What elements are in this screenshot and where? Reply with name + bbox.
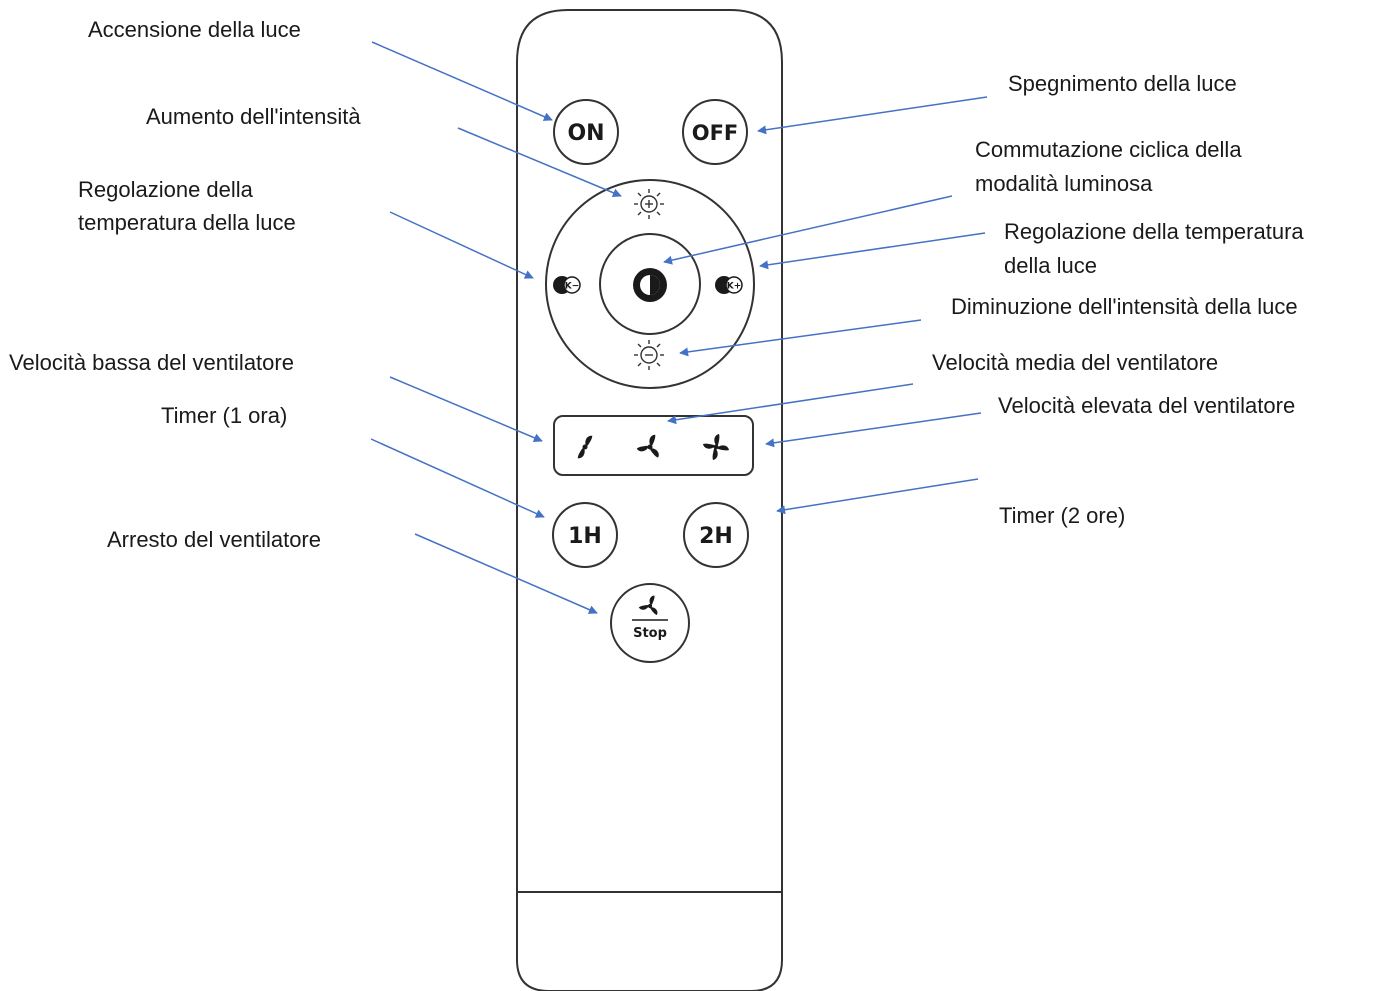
- off-button-label: OFF: [692, 121, 739, 145]
- timer-2h-label: 2H: [699, 524, 733, 549]
- callout-arrows: [370, 41, 988, 614]
- arrow-timer-2: [776, 478, 979, 515]
- label-diminuzione: Diminuzione dell'intensità della luce: [951, 294, 1298, 319]
- fan-stop-button[interactable]: Stop: [610, 583, 690, 663]
- arrow-spegnimento: [757, 96, 988, 135]
- label-velocita-elevata: Velocità elevata del ventilatore: [998, 393, 1296, 418]
- brightness-down-icon[interactable]: [634, 340, 664, 370]
- arrow-arresto: [414, 533, 598, 614]
- remote-body: [516, 9, 783, 991]
- fan-high-button[interactable]: [703, 434, 729, 460]
- label-aumento-intensita: Aumento dell'intensità: [146, 104, 361, 129]
- label-velocita-media: Velocità media del ventilatore: [932, 350, 1219, 375]
- label-regolazione-sinistra-2: temperatura della luce: [78, 210, 296, 235]
- fan-medium-button[interactable]: [636, 433, 662, 458]
- label-arresto: Arresto del ventilatore: [107, 527, 321, 552]
- temperature-plus-button[interactable]: K+: [715, 276, 743, 294]
- timer-1h-label: 1H: [568, 524, 602, 549]
- brightness-up-icon[interactable]: [634, 189, 664, 219]
- label-commutazione-2: modalità luminosa: [975, 171, 1153, 196]
- label-commutazione-1: Commutazione ciclica della: [975, 137, 1242, 162]
- label-spegnimento: Spegnimento della luce: [1008, 71, 1237, 96]
- arrow-timer-1: [370, 438, 545, 518]
- label-regolazione-destra-2: della luce: [1004, 253, 1097, 278]
- arrow-velocita-bassa: [389, 376, 543, 443]
- label-timer-1: Timer (1 ora): [161, 403, 288, 428]
- temperature-plus-label: K+: [727, 282, 742, 292]
- fan-stop-label: Stop: [633, 626, 667, 641]
- arrow-aumento: [457, 127, 622, 198]
- arrow-commutazione: [663, 195, 953, 265]
- temperature-minus-label: K−: [565, 282, 580, 292]
- on-button[interactable]: ON: [553, 99, 619, 165]
- label-accensione: Accensione della luce: [88, 17, 301, 42]
- arrow-regolazione-sinistra: [389, 211, 534, 279]
- on-button-label: ON: [567, 121, 604, 146]
- label-regolazione-destra-1: Regolazione della temperatura: [1004, 219, 1304, 244]
- label-regolazione-sinistra-1: Regolazione della: [78, 177, 253, 202]
- arrow-diminuzione: [679, 319, 922, 357]
- fan-stop-icon: [638, 594, 660, 616]
- label-velocita-bassa: Velocità bassa del ventilatore: [9, 350, 294, 375]
- fan-medium-icon: [636, 433, 662, 458]
- fan-high-icon: [703, 434, 729, 460]
- timer-2h-button[interactable]: 2H: [683, 502, 749, 568]
- label-timer-2: Timer (2 ore): [999, 503, 1126, 528]
- off-button[interactable]: OFF: [682, 99, 748, 165]
- fan-low-button[interactable]: [577, 434, 593, 460]
- arrow-accensione: [371, 41, 553, 121]
- temperature-minus-button[interactable]: K−: [553, 276, 581, 294]
- mode-cycle-icon: [633, 268, 667, 302]
- arrow-velocita-media: [667, 383, 914, 425]
- fan-speed-bar: [553, 415, 754, 476]
- arrow-velocita-elevata: [765, 412, 982, 448]
- arrow-regolazione-destra: [759, 232, 986, 270]
- fan-low-icon: [577, 434, 593, 460]
- timer-1h-button[interactable]: 1H: [552, 502, 618, 568]
